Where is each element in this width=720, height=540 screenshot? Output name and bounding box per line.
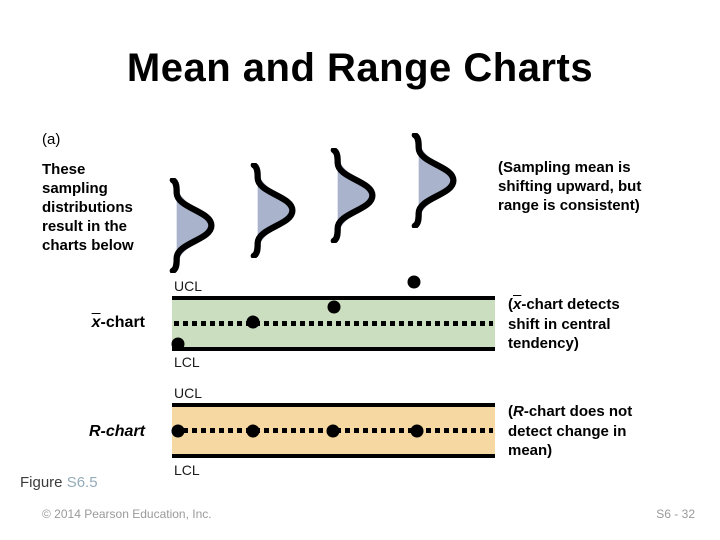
shift-note: (Sampling mean is shifting upward, but r… (498, 159, 642, 214)
data-point (327, 300, 341, 314)
sampling-distribution-curve (330, 148, 376, 243)
r-chart-label: R-chart (88, 423, 145, 440)
data-point (407, 275, 421, 289)
figure-number: S6.5 (66, 474, 98, 491)
copyright-text: © 2014 Pearson Education, Inc. (42, 507, 212, 521)
ucl-label: UCL (174, 385, 203, 401)
center-line (174, 321, 493, 326)
data-point (171, 424, 185, 437)
r-control-chart: UCL LCL (171, 385, 495, 478)
slide-title: Mean and Range Charts (126, 46, 594, 90)
data-point (171, 337, 185, 351)
data-point (246, 315, 260, 329)
ucl-label: UCL (174, 278, 203, 294)
r-annotation: (R-chart does not detect change in mean) (508, 403, 633, 459)
lcl-label: LCL (174, 354, 200, 370)
data-point (410, 424, 424, 437)
control-band (171, 275, 495, 351)
xbar-control-chart: UCL LCL (171, 275, 495, 370)
sampling-distribution-curve (411, 133, 457, 228)
xbar-chart-label: x-chart (91, 314, 145, 331)
panel-label: (a) (42, 131, 61, 148)
sampling-distribution-curve (250, 163, 296, 258)
control-band (171, 403, 495, 458)
xbar-annotation: (x-chart detects shift in central tenden… (508, 296, 620, 352)
page-number: S6 - 32 (656, 507, 695, 521)
intro-note: These sampling distributions result in t… (42, 161, 134, 254)
lcl-label: LCL (174, 462, 200, 478)
data-point (326, 424, 340, 437)
figure-label: Figure S6.5 (20, 474, 98, 491)
sampling-distribution-curve (169, 178, 215, 273)
data-point (246, 424, 260, 437)
